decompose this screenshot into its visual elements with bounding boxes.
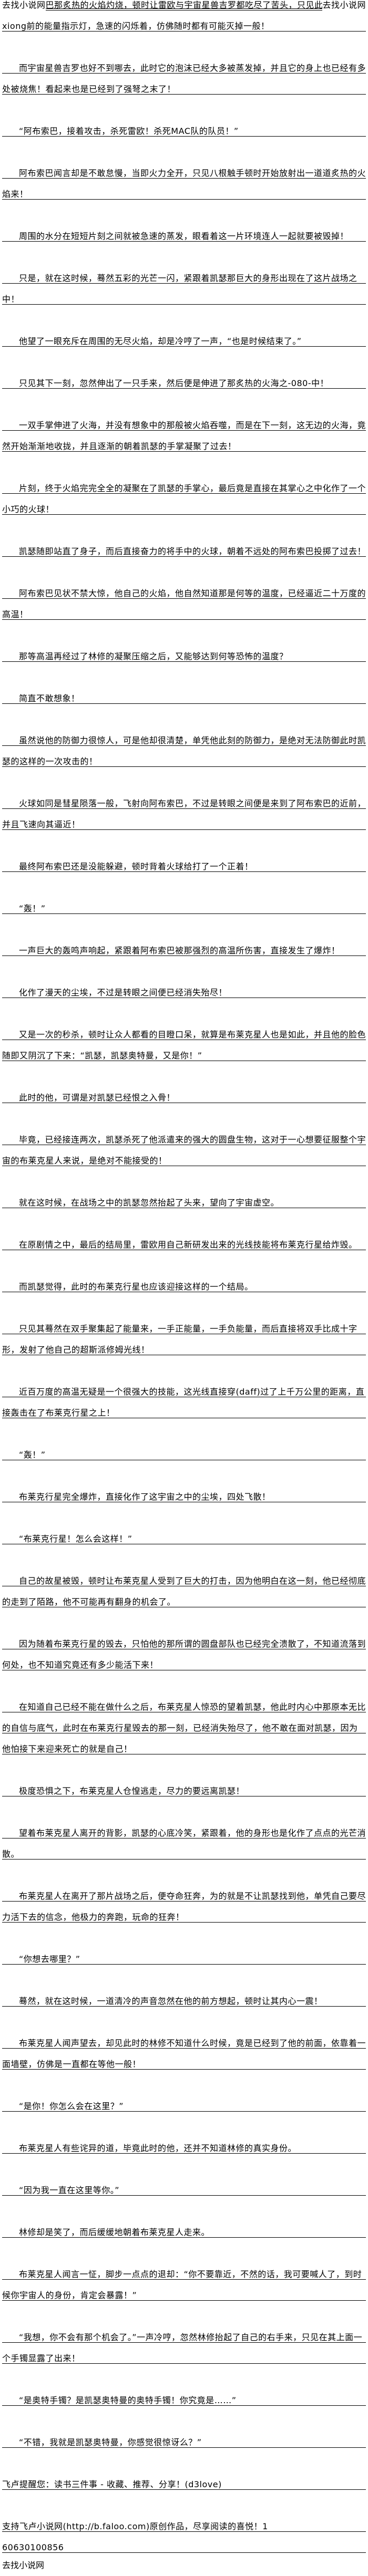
paragraph: 布莱克星人有些诧异的道，毕竟此时的他，还并不知道林修的真实身份。 [2, 2138, 366, 2159]
paragraph: 片刻，终于火焰完完全全的凝聚在了凯瑟的手掌心，最后竟是直接在其掌心之中化作了一个… [2, 478, 366, 520]
paragraph: 虽然说他的防御力很惊人，可是他却很清楚，单凭他此刻的防御力，是绝对无法防御此时凯… [2, 730, 366, 772]
paragraph: 布莱克星人在离开了那片战场之后，便夺命狂奔，为的就是不让凯瑟找到他，单凭自己要尽… [2, 1886, 366, 1928]
paragraph: 阿布索巴见状不禁大惊，他自己的火焰，他自然知道那是何等的温度，已经逼近二十万度的… [2, 583, 366, 625]
paragraph: 极度恐惧之下，布莱克星人仓惶逃走，尽力的要远离凯瑟！ [2, 1781, 366, 1802]
paragraph: “因为我一直在这里等你。” [2, 2180, 366, 2201]
paragraph-continuation: xiong前的能量指示灯，急速的闪烁着，仿佛随时都有可能灭掉一般！ [2, 16, 366, 37]
paragraph: 因为随着布莱克行星的毁去，只怕他的那所谓的圆盘部队也已经完全溃散了，不知道流落到… [2, 1634, 366, 1676]
paragraph: 最终阿布索巴还是没能躲避，顿时背着火球给打了一个正着！ [2, 856, 366, 877]
footer-support-link[interactable]: 支持飞卢小说网(http://b.faloo.com)原创作品，尽享阅读的喜悦！… [2, 2516, 366, 2537]
paragraph: “阿布索巴，接着攻击，杀死雷欧！杀死MAC队的队员！” [2, 121, 366, 142]
chapter-body: 而宇宙星兽吉罗也好不到哪去，此时它的泡沫已经大多被蒸发掉，并且它的身上也已经有多… [2, 58, 366, 2453]
paragraph: 蓦然，就在这时候，一道清冷的声音忽然在他的前方想起，顿时让其内心一震！ [2, 1991, 366, 2012]
paragraph: 只见其下一刻，忽然伸出了一只手来，然后便是伸进了那炙热的火海之-080-中！ [2, 373, 366, 394]
paragraph: 近百万度的高温无疑是一个很强大的技能，这光线直接穿(daff)过了上千万公里的距… [2, 1382, 366, 1424]
paragraph: 一声巨大的轰鸣声响起，紧跟着阿布索巴被那强烈的高温所伤害，直接发生了爆炸！ [2, 940, 366, 961]
paragraph: 只见其蓦然在双手聚集起了能量来，一手正能量，一手负能量，而后直接将双手比成十字形… [2, 1318, 366, 1360]
footer-reminder: 飞卢提醒您：读书三件事 - 收藏、推荐、分享！(d3love) [2, 2474, 366, 2495]
paragraph: 凯瑟随即站直了身子，而后直接奋力的将手中的火球，朝着不远处的阿布索巴投掷了过去！ [2, 541, 366, 562]
paragraph: 毕竟，已经接连两次，凯瑟杀死了他派遣来的强大的圆盘生物，这对于一心想要征服整个宇… [2, 1129, 366, 1171]
paragraph: “是奥特手镯？是凯瑟奥特曼的奥特手镯！你究竟是……” [2, 2390, 366, 2411]
paragraph: 又是一次的秒杀，顿时让众人都看的目瞪口呆，就算是布莱克星人也是如此，并且他的脸色… [2, 1024, 366, 1066]
paragraph: “布莱克行星！怎么会这样！” [2, 1529, 366, 1550]
paragraph: 那等高温再经过了林修的凝聚压缩之后，又能够达到何等恐怖的温度？ [2, 646, 366, 667]
site-name-bottom[interactable]: 去找小说网 [2, 2560, 45, 2570]
paragraph: “我想，你不会有那个机会了。”一声冷哼，忽然林修抬起了自己的右手来，只见在其上面… [2, 2327, 366, 2369]
paragraph: 而凯瑟觉得，此时的布莱克行星也应该迎接这样的一个结局。 [2, 1276, 366, 1297]
paragraph: 他望了一眼充斥在周围的无尽火焰，却是冷哼了一声，“也是时候结束了。” [2, 331, 366, 352]
chapter-fragment: 巴那炙热的火焰灼烧，顿时让雷欧与宇宙星兽吉罗都吃尽了苦头，只见此时 [45, 0, 323, 10]
paragraph: 林修却是笑了，而后缓缓地朝着布莱克星人走来。 [2, 2222, 366, 2243]
paragraph: 布莱克星人闻言一怔，脚步一点点的退却：“你不要靠近，不然的话，我可要喊人了，到时… [2, 2264, 366, 2306]
paragraph: 而宇宙星兽吉罗也好不到哪去，此时它的泡沫已经大多被蒸发掉，并且它的身上也已经有多… [2, 58, 366, 100]
paragraph: 化作了漫天的尘埃，不过是转眼之间便已经消失殆尽！ [2, 982, 366, 1003]
paragraph: 只是，就在这时候，蓦然五彩的光芒一闪，紧跟着凯瑟那巨大的身形出现在了这片战场之中… [2, 268, 366, 310]
paragraph: 望着布莱克星人离开的背影，凯瑟的心底冷笑，紧跟着，他的身形也是化作了点点的光芒消… [2, 1823, 366, 1865]
paragraph: 火球如同是彗星陨落一般，飞射向阿布索巴，不过是转眼之间便是来到了阿布索巴的近前，… [2, 793, 366, 835]
paragraph: “轰！” [2, 1445, 366, 1466]
paragraph: 在知道自己已经不能在做什么之后，布莱克星人惊恐的望着凯瑟，他此时内心中那原本无比… [2, 1697, 366, 1760]
paragraph: “是你！你怎么会在这里？” [2, 2096, 366, 2117]
paragraph: 布莱克行星完全爆炸，直接化作了这宇宙之中的尘埃，四处飞散！ [2, 1487, 366, 1508]
paragraph: “轰！” [2, 898, 366, 919]
top-line: 去找小说网 巴那炙热的火焰灼烧，顿时让雷欧与宇宙星兽吉罗都吃尽了苦头，只见此时 … [2, 0, 366, 16]
paragraph: 一双手掌伸进了火海，并没有想象中的那般被火焰吞噬，而是在下一刻，这无边的火海，竟… [2, 415, 366, 457]
paragraph: 自己的故星被毁，顿时让布莱克星人受到了巨大的打击，因为他明白在这一刻，他已经彻底… [2, 1571, 366, 1613]
paragraph: 阿布索巴闻言却是不敢怠慢，当即火力全开，只见八根触手顿时开始放射出一道道炙热的火… [2, 163, 366, 205]
paragraph: 在原剧情之中，最后的结局里，雷欧用自己新研发出来的光线技能将布莱克行星给炸毁。 [2, 1234, 366, 1255]
paragraph: “你想去哪里？” [2, 1949, 366, 1970]
site-name-left[interactable]: 去找小说网 [2, 0, 46, 16]
site-name-right[interactable]: 去找小说网 [322, 0, 366, 16]
paragraph: 此时的他，可谓是对凯瑟已经恨之入骨！ [2, 1087, 366, 1108]
paragraph: “不错，我就是凯瑟奥特曼，你感觉很惊讶么？” [2, 2432, 366, 2453]
paragraph: 布莱克星人闻声望去，却见此时的林修不知道什么时候，竟是已经到了他的前面，依靠着一… [2, 2033, 366, 2075]
paragraph: 周围的水分在短短片刻之间就被急速的蒸发，眼看着这一片环境连人一起就要被毁掉！ [2, 226, 366, 247]
paragraph: 就在这时候，在战场之中的凯瑟忽然抬起了头来，望向了宇宙虚空。 [2, 1192, 366, 1213]
paragraph: 简直不敢想象！ [2, 688, 366, 709]
